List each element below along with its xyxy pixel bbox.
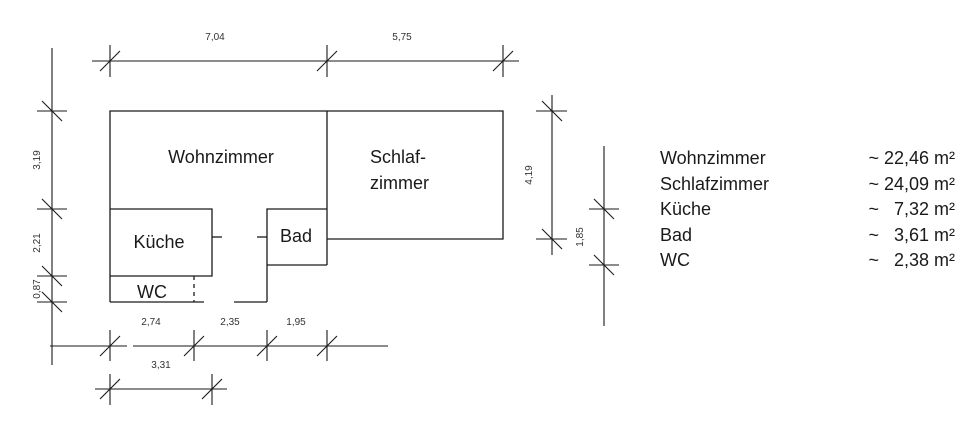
legend-room-name: Schlafzimmer	[660, 173, 770, 194]
dim-top-wohn: 7,04	[205, 32, 225, 43]
room-label-wc: WC	[137, 282, 167, 302]
wall-bad	[266, 208, 327, 302]
room-label-schlafzimmer-line1: Schlaf-	[370, 147, 426, 167]
dimension-right-inner	[589, 146, 619, 326]
legend-row: Küche ~ 7,32 m²	[660, 197, 955, 223]
room-label-bad: Bad	[280, 226, 312, 246]
dimension-left	[37, 48, 67, 365]
legend-row: WC ~ 2,38 m²	[660, 248, 955, 274]
room-label-wohnzimmer: Wohnzimmer	[168, 147, 274, 167]
legend-room-area: ~ 22,46 m²	[868, 148, 955, 168]
dimension-right-outer	[536, 95, 567, 255]
dimension-bottom-row2	[95, 374, 227, 405]
room-label-schlafzimmer-line2: zimmer	[370, 173, 429, 193]
dim-right-schlaf: 4,19	[524, 165, 535, 185]
wall-kueche	[110, 208, 213, 277]
area-legend: Wohnzimmer ~ 22,46 m² Schlafzimmer ~ 24,…	[660, 146, 955, 274]
dim-left-wohn: 3,19	[32, 150, 43, 170]
legend-room-name: Küche	[660, 199, 712, 219]
dimension-top	[92, 45, 519, 77]
dim-right-bad: 1,85	[575, 227, 586, 247]
dim-left-kueche: 2,21	[32, 233, 43, 253]
legend-room-area: ~ 3,61 m²	[868, 224, 955, 245]
dim-bottom-kueche: 3,31	[151, 360, 171, 371]
legend-room-name: Bad	[660, 224, 693, 245]
legend-room-area: ~ 2,38 m²	[868, 250, 955, 270]
legend-room-area: ~ 7,32 m²	[868, 199, 955, 219]
dimension-bottom-row1	[50, 330, 388, 361]
dim-bottom-1: 2,74	[141, 317, 161, 328]
wall-outer-top-left	[109, 110, 504, 302]
dim-top-schlaf: 5,75	[392, 32, 412, 43]
legend-room-name: WC	[660, 250, 690, 270]
legend-row: Schlafzimmer ~ 24,09 m²	[660, 172, 955, 198]
dim-bottom-3: 1,95	[286, 317, 306, 328]
legend-row: Wohnzimmer ~ 22,46 m²	[660, 146, 955, 172]
legend-room-area: ~ 24,09 m²	[868, 173, 955, 194]
walls	[109, 110, 504, 303]
legend-row: Bad ~ 3,61 m²	[660, 223, 955, 249]
room-label-kueche: Küche	[133, 232, 184, 252]
dim-left-wc: 0,87	[32, 279, 43, 299]
dim-bottom-2: 2,35	[220, 317, 240, 328]
legend-room-name: Wohnzimmer	[660, 148, 766, 168]
